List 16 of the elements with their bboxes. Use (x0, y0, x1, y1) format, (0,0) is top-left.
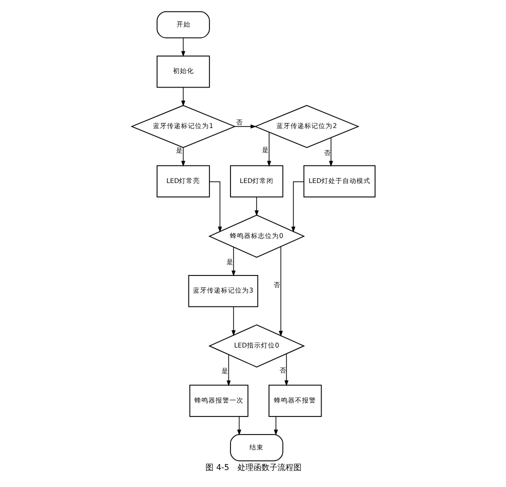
arrow (278, 246, 282, 337)
arrow (284, 353, 288, 386)
arrow (328, 138, 333, 167)
arrow (180, 87, 185, 106)
arrow (266, 132, 271, 167)
arrow (180, 38, 185, 57)
arrow (231, 246, 236, 276)
arrow (180, 148, 185, 167)
arrow (273, 416, 278, 436)
arrow (208, 181, 222, 232)
arrow (290, 181, 304, 232)
arrow (226, 354, 230, 386)
arrow (234, 124, 256, 129)
arrow (236, 416, 241, 436)
arrow (254, 196, 258, 216)
arrow (231, 306, 236, 336)
